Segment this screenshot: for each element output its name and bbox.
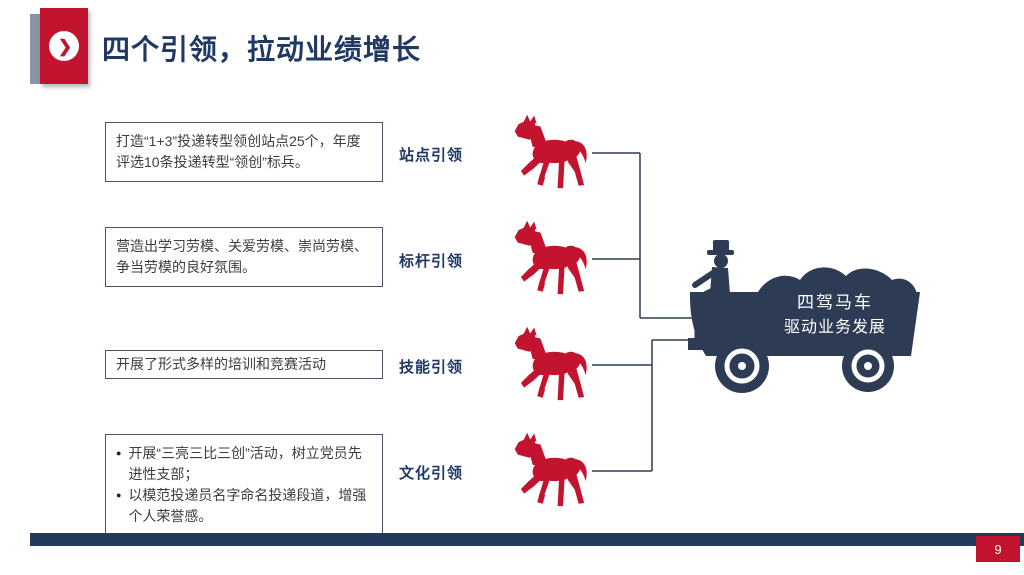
section-label-skill: 技能引领 <box>399 359 464 376</box>
bullet-text: 以模范投递员名字命名投递段道，增强个人荣誉感。 <box>128 487 367 524</box>
page-title: 四个引领，拉动业绩增长 <box>102 34 422 65</box>
carriage-title: 四驾马车 <box>797 293 873 312</box>
title-badge: ❯ <box>40 8 88 84</box>
section-label-culture: 文化引领 <box>399 465 464 482</box>
section-box-culture: ● 开展“三亮三比三创”活动，树立党员先进性支部； ● 以模范投递员名字命名投递… <box>105 434 383 536</box>
title-accent-strip <box>30 14 40 84</box>
section-text: 营造出学习劳模、关爱劳模、崇尚劳模、争当劳模的良好氛围。 <box>116 238 368 275</box>
bullet-item: ● 以模范投递员名字命名投递段道，增强个人荣誉感。 <box>116 485 372 527</box>
horse-carriage-icon: 四驾马车 驱动业务发展 <box>660 238 928 396</box>
section-box-benchmark: 营造出学习劳模、关爱劳模、崇尚劳模、争当劳模的良好氛围。 <box>105 227 383 287</box>
chevron-right-icon: ❯ <box>57 36 73 56</box>
horse-icon <box>506 326 592 404</box>
bullet-icon: ● <box>116 448 122 458</box>
section-box-skill: 开展了形式多样的培训和竞赛活动 <box>105 350 383 379</box>
section-label-station: 站点引领 <box>399 147 464 164</box>
bullet-text: 开展“三亮三比三创”活动，树立党员先进性支部； <box>128 445 362 482</box>
section-label-benchmark: 标杆引领 <box>399 253 464 270</box>
bullet-icon: ● <box>116 490 122 500</box>
chevron-disc: ❯ <box>49 31 79 61</box>
page-number-badge: 9 <box>976 536 1020 562</box>
carriage-subtitle: 驱动业务发展 <box>783 319 886 336</box>
horse-icon <box>506 432 592 510</box>
footer-bar <box>30 533 1024 546</box>
section-box-station: 打造“1+3”投递转型领创站点25个，年度评选10条投递转型“领创”标兵。 <box>105 122 383 182</box>
section-text: 开展了形式多样的培训和竞赛活动 <box>116 356 326 372</box>
horse-icon <box>506 220 592 298</box>
section-text: 打造“1+3”投递转型领创站点25个，年度评选10条投递转型“领创”标兵。 <box>116 133 361 170</box>
bullet-item: ● 开展“三亮三比三创”活动，树立党员先进性支部； <box>116 443 372 485</box>
horse-icon <box>506 114 592 192</box>
